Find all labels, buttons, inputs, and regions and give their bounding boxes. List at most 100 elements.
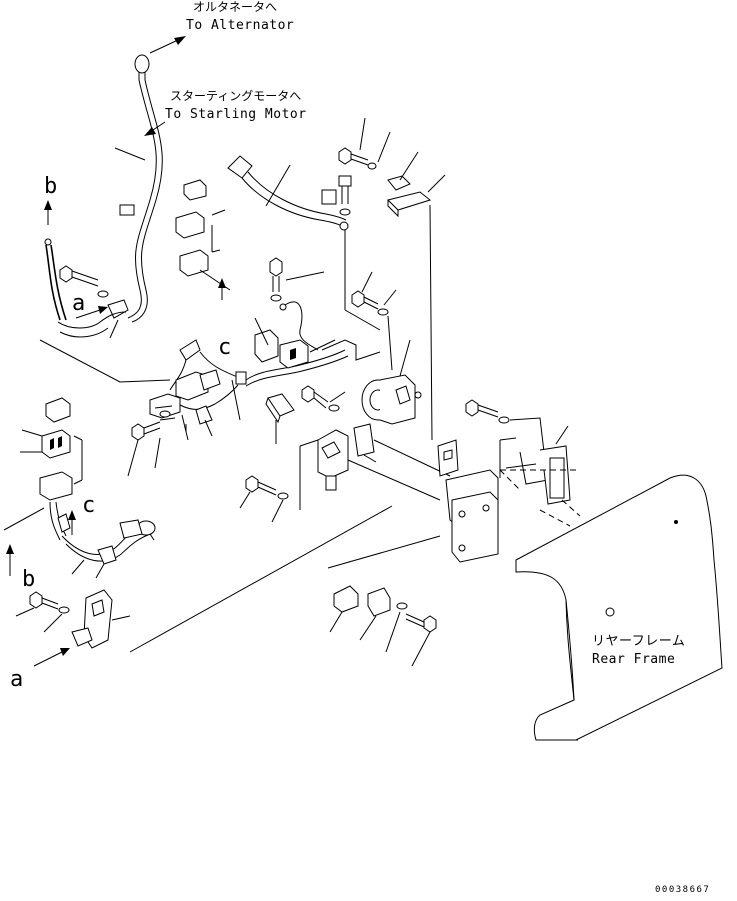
- alternator-cable: [119, 54, 163, 323]
- leader-line: [359, 117, 366, 151]
- bolt-left: [59, 265, 109, 298]
- ref-label-b-top: b: [44, 174, 57, 199]
- leader-line: [385, 611, 401, 653]
- leader-line: [271, 499, 284, 523]
- leader-line: [505, 463, 537, 469]
- a-arrow-top: [75, 306, 108, 319]
- clamp-bracket-lower-left: [71, 589, 113, 649]
- leader-line: [399, 339, 411, 377]
- bolt-lower-left: [29, 591, 70, 614]
- ref-label-c-top: c: [218, 335, 231, 360]
- leader-line: [211, 209, 226, 216]
- rear-frame-label-jp: リヤーフレーム: [592, 634, 685, 649]
- assembly-line: [327, 535, 441, 569]
- leader-line: [363, 454, 377, 463]
- starting-motor-label-en: To Starling Motor: [165, 107, 307, 122]
- c-arrow-top: [218, 278, 226, 300]
- leader-line: [43, 613, 63, 633]
- dashed-line: [539, 509, 571, 527]
- clamp-left: [57, 299, 129, 338]
- assembly-line: [344, 309, 381, 331]
- relay-connector-bottom: [39, 397, 73, 501]
- dashed-line: [499, 469, 521, 491]
- assembly-line: [129, 505, 393, 653]
- assembly-line: [387, 315, 393, 371]
- leader-line: [73, 479, 83, 485]
- bolt-center-lower: [245, 475, 289, 500]
- assembly-line: [299, 439, 319, 447]
- leader-line: [427, 174, 446, 193]
- leader-line: [211, 249, 221, 253]
- washer-lower: [396, 602, 408, 610]
- cylinder-part: [265, 393, 295, 424]
- leader-line: [383, 289, 397, 306]
- ref-label-a-bottom: a: [10, 667, 23, 692]
- harness-outline: [119, 379, 171, 383]
- leader-line: [159, 417, 176, 421]
- leader-line: [377, 131, 391, 163]
- b-arrow-left: [6, 544, 14, 576]
- b-arrow-top: [44, 200, 52, 225]
- leader-line: [231, 379, 241, 421]
- leader-line: [285, 271, 325, 281]
- ref-label-b-bottom: b: [22, 567, 35, 592]
- rear-frame-label-en: Rear Frame: [592, 652, 675, 667]
- leader-line: [154, 405, 173, 409]
- leader-line: [204, 419, 213, 437]
- alternator-label-jp: オルタネータへ: [193, 0, 277, 14]
- dashed-line: [561, 499, 581, 517]
- washer: [367, 162, 377, 170]
- bracket-right-upper: [509, 417, 571, 505]
- mounting-bracket-right: [437, 439, 499, 563]
- harness-bottom: [49, 501, 156, 565]
- leader-line: [309, 339, 336, 353]
- bolt-center: [301, 385, 340, 412]
- battery-cable-left: [44, 238, 67, 321]
- bolt-left-center: [131, 410, 171, 441]
- rear-frame: [515, 474, 723, 741]
- leader-line: [127, 439, 139, 477]
- leader-line: [15, 607, 35, 617]
- leader-line: [154, 437, 161, 469]
- leader-line: [265, 164, 291, 207]
- ref-label-c-bottom: c: [82, 493, 95, 518]
- bolt-top: [338, 147, 369, 166]
- leader-line: [73, 435, 83, 441]
- starting-motor-label-jp: スターティングモータへ: [170, 89, 301, 103]
- leader-line: [109, 319, 119, 339]
- assembly-line: [429, 204, 433, 441]
- plate-lower-mid: [367, 587, 391, 617]
- starter-cable: [227, 155, 349, 231]
- leader-line: [149, 533, 155, 541]
- c-arrow-bottom: [68, 510, 76, 535]
- leader-line: [361, 271, 373, 293]
- assembly-line: [347, 459, 441, 501]
- leader-line: [254, 317, 269, 346]
- leader-line: [239, 491, 251, 509]
- leader-line: [199, 269, 231, 291]
- leader-line: [499, 437, 517, 441]
- clip-top: [387, 175, 411, 191]
- leader-line: [114, 147, 146, 161]
- ref-label-a-top: a: [72, 291, 85, 316]
- ground-lead: [279, 301, 319, 351]
- relay-bracket-center: [254, 329, 309, 369]
- bolt-mid: [321, 175, 352, 216]
- bracket-top: [387, 191, 432, 218]
- harness-outline: [321, 339, 381, 361]
- spacer-center: [353, 423, 375, 457]
- bolt-center-upper: [269, 257, 283, 302]
- main-harness: [149, 339, 349, 425]
- leader-line: [329, 611, 343, 633]
- a-arrow-bottom: [33, 648, 70, 667]
- leader-line: [111, 615, 131, 621]
- leader-line: [95, 563, 105, 579]
- clamp-bracket-center: [317, 429, 349, 491]
- bolt-right: [465, 399, 510, 424]
- assembly-line: [373, 439, 451, 477]
- drawing-number: 00038667: [655, 885, 710, 895]
- leader-line: [71, 559, 85, 575]
- leader-line: [21, 429, 43, 437]
